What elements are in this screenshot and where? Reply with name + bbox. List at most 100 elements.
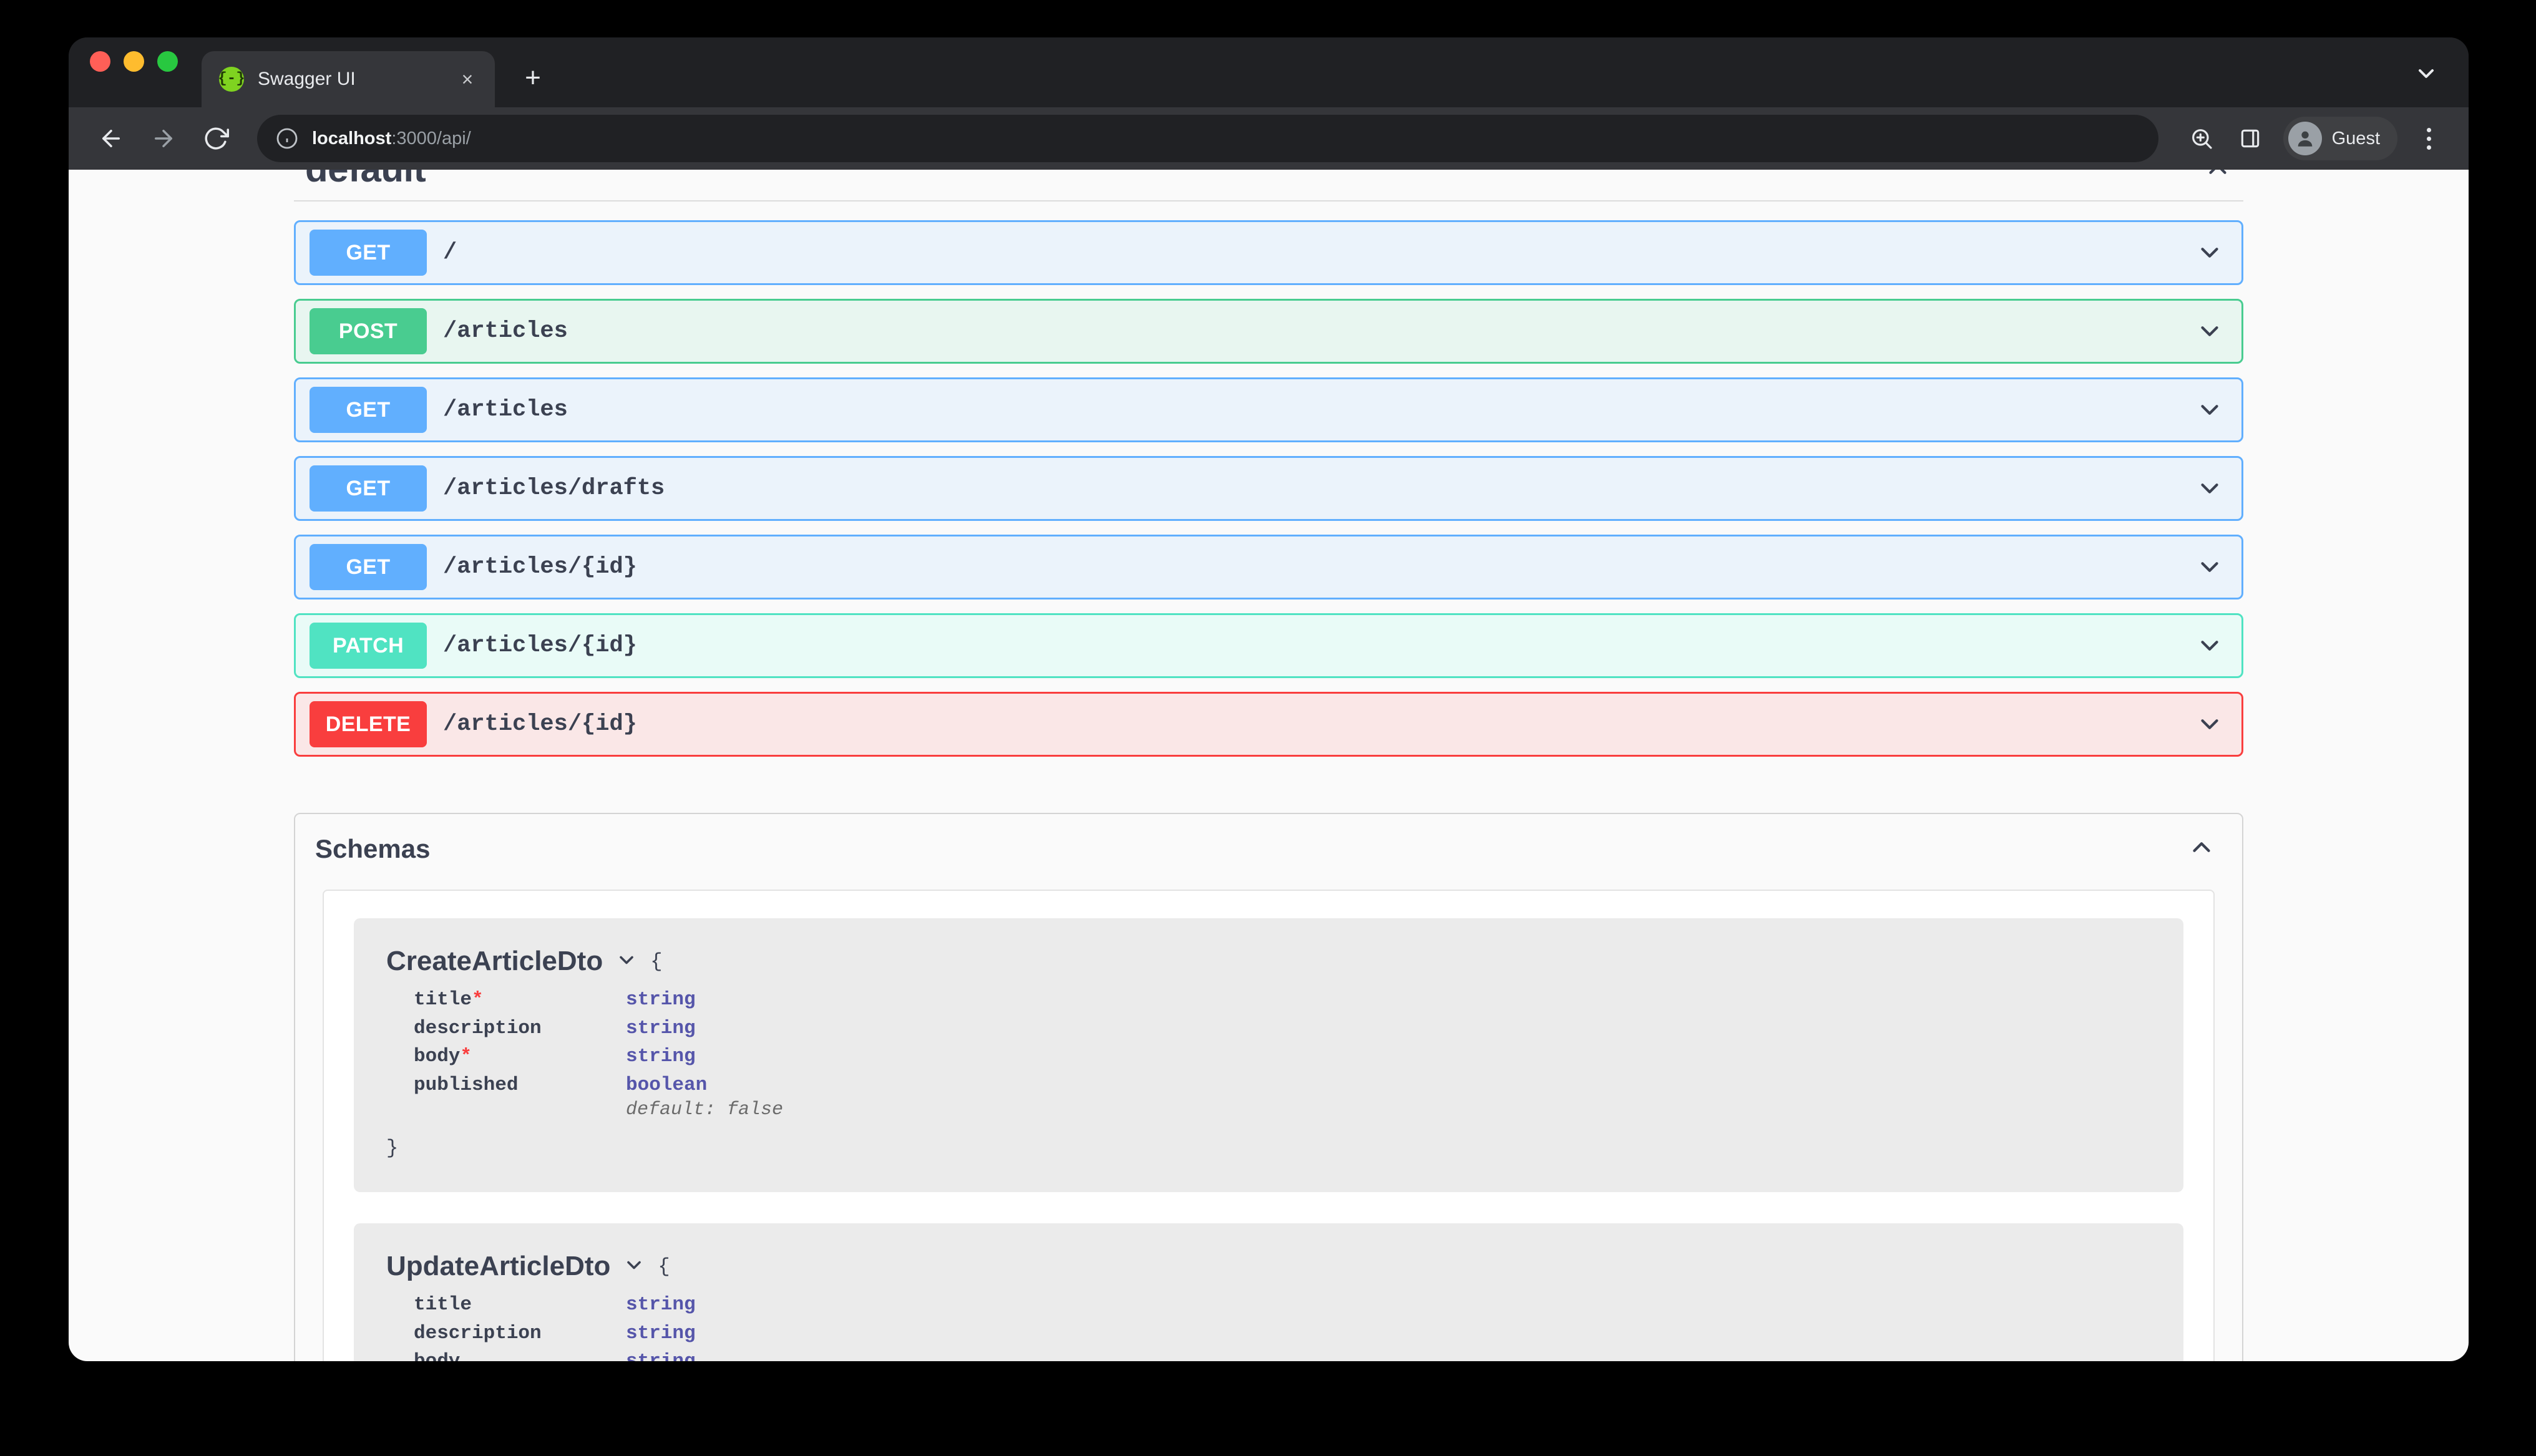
maximize-window-button[interactable] [157, 51, 178, 72]
schema-toggle-chevron-down-icon[interactable] [623, 1254, 645, 1279]
browser-tab[interactable]: {-} Swagger UI × [202, 51, 495, 107]
back-button[interactable] [87, 115, 135, 162]
property-type: string [626, 1322, 696, 1344]
kebab-menu-icon[interactable] [2410, 115, 2447, 162]
schema-toggle-chevron-down-icon[interactable] [615, 949, 638, 974]
schema-property-row: title string [414, 1291, 2151, 1319]
property-name: description [414, 1322, 542, 1344]
operations-list: GET / POST /articles GET [294, 201, 2243, 757]
operation-path: /articles/{id} [443, 711, 637, 737]
swagger-ui-page: default GET / POST [69, 170, 2469, 1361]
schema-property-row: body* string [414, 1042, 2151, 1071]
close-window-button[interactable] [90, 51, 110, 72]
profile-button[interactable]: Guest [2283, 117, 2397, 160]
schemas-body: CreateArticleDto { title* string [323, 890, 2215, 1361]
avatar [2288, 122, 2322, 155]
address-bar-url: localhost:3000/api/ [312, 129, 471, 149]
method-badge: POST [310, 308, 427, 354]
method-badge: DELETE [310, 701, 427, 747]
property-type: string [626, 1347, 696, 1361]
tab-list-chevron-down-icon[interactable] [2409, 56, 2444, 91]
operation-row[interactable]: GET /articles/{id} [294, 535, 2243, 599]
browser-toolbar: localhost:3000/api/ Guest [69, 107, 2469, 170]
swagger-favicon-icon: {-} [218, 67, 245, 92]
url-path: :3000/api/ [391, 128, 471, 148]
property-name: body [414, 1347, 626, 1361]
expand-chevron-down-icon[interactable] [2195, 474, 2224, 503]
required-marker: * [472, 989, 484, 1011]
operation-path: /articles/{id} [443, 554, 637, 580]
schema-model-card[interactable]: UpdateArticleDto { title string [354, 1223, 2183, 1361]
property-type: boolean [626, 1074, 708, 1096]
method-badge: PATCH [310, 623, 427, 669]
schema-property-row: body string [414, 1347, 2151, 1361]
property-name: published [414, 1074, 519, 1096]
reload-button[interactable] [192, 115, 240, 162]
operation-path: / [443, 240, 457, 266]
property-name: title [414, 1294, 472, 1316]
window-controls [90, 37, 178, 107]
minimize-window-button[interactable] [124, 51, 144, 72]
schema-property-row: description string [414, 1014, 2151, 1043]
tag-title: default [305, 170, 426, 190]
method-badge: GET [310, 544, 427, 590]
expand-chevron-down-icon[interactable] [2195, 396, 2224, 424]
operation-row[interactable]: GET / [294, 220, 2243, 285]
zoom-in-icon[interactable] [2180, 117, 2223, 160]
expand-chevron-down-icon[interactable] [2195, 710, 2224, 739]
schema-model-card[interactable]: CreateArticleDto { title* string [354, 918, 2183, 1193]
property-name: title* [414, 989, 484, 1011]
expand-chevron-down-icon[interactable] [2195, 553, 2224, 581]
side-panel-icon[interactable] [2228, 117, 2272, 160]
new-tab-button[interactable]: + [525, 62, 541, 93]
property-type: string [626, 1017, 696, 1039]
operation-row[interactable]: PATCH /articles/{id} [294, 613, 2243, 678]
page-viewport: default GET / POST [69, 170, 2469, 1361]
schema-model-name: UpdateArticleDto [386, 1251, 611, 1282]
site-info-icon [276, 128, 298, 149]
operation-row[interactable]: POST /articles [294, 299, 2243, 364]
required-marker: * [460, 1046, 472, 1068]
schema-model-header[interactable]: UpdateArticleDto { [386, 1251, 2151, 1282]
schema-property-list: title* string description string body* s… [386, 986, 2151, 1120]
property-type: string [626, 1294, 696, 1316]
forward-button[interactable] [140, 115, 187, 162]
operation-row[interactable]: DELETE /articles/{id} [294, 692, 2243, 757]
url-host: localhost [312, 128, 392, 148]
schema-property-row: description string [414, 1319, 2151, 1348]
operation-path: /articles [443, 318, 568, 344]
schemas-panel: Schemas CreateArticleDto [294, 813, 2243, 1361]
expand-chevron-down-icon[interactable] [2195, 317, 2224, 346]
schema-property-list: title string description string body str… [386, 1291, 2151, 1361]
schema-close-brace: } [386, 1137, 399, 1160]
tag-section-header-default[interactable]: default [294, 170, 2243, 201]
method-badge: GET [310, 387, 427, 433]
operation-path: /articles/{id} [443, 633, 637, 659]
property-type: string [626, 989, 696, 1011]
schema-open-brace: { [658, 1255, 670, 1278]
expand-chevron-down-icon[interactable] [2195, 238, 2224, 267]
property-type: string [626, 1046, 696, 1068]
browser-window: {-} Swagger UI × + localhost:3000/api/ [69, 37, 2469, 1361]
swagger-container: default GET / POST [276, 170, 2261, 1361]
tag-chevron-up-icon[interactable] [2203, 170, 2232, 183]
close-tab-icon[interactable]: × [461, 68, 474, 90]
schema-model-header[interactable]: CreateArticleDto { [386, 946, 2151, 977]
operation-row[interactable]: GET /articles/drafts [294, 456, 2243, 521]
operation-row[interactable]: GET /articles [294, 377, 2243, 442]
schemas-chevron-up-icon[interactable] [2187, 833, 2216, 865]
method-badge: GET [310, 230, 427, 276]
tab-title: Swagger UI [258, 69, 356, 89]
address-bar[interactable]: localhost:3000/api/ [257, 115, 2158, 162]
expand-chevron-down-icon[interactable] [2195, 631, 2224, 660]
schema-property-row: title* string [414, 986, 2151, 1014]
operation-path: /articles [443, 397, 568, 423]
schemas-title: Schemas [315, 833, 431, 863]
operation-path: /articles/drafts [443, 475, 665, 502]
property-default-note: default: false [626, 1099, 784, 1121]
schema-open-brace: { [650, 949, 663, 973]
schemas-header[interactable]: Schemas [295, 814, 2242, 883]
profile-name: Guest [2331, 128, 2380, 148]
schema-property-row: published boolean [414, 1071, 2151, 1100]
property-name: body* [414, 1046, 472, 1068]
